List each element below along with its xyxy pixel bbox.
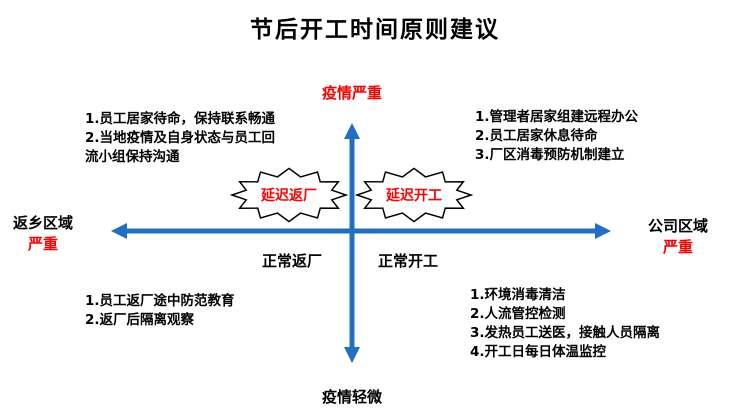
axis-label-left-line1: 返乡区域 — [12, 214, 73, 232]
axis-label-right-line2: 严重 — [662, 238, 693, 256]
page-title: 节后开工时间原则建议 — [250, 17, 500, 43]
quadrant-text-bottom-left: 1.员工返厂途中防范教育 2.返厂后隔离观察 — [85, 293, 235, 328]
quadrant-text-bottom-right: 1.环境消毒清洁 2.人流管控检测 3.发热员工送医，接触人员隔离 4.开工日每… — [470, 287, 661, 360]
burst-delay-start: 延迟开工 — [355, 165, 473, 225]
axis-label-left-line2: 严重 — [27, 235, 58, 253]
axis-label-bottom: 疫情轻微 — [321, 388, 383, 406]
burst-delay-return: 延迟返厂 — [230, 165, 348, 225]
label-normal-start: 正常开工 — [378, 252, 439, 270]
burst-label-delay-start: 延迟开工 — [386, 188, 442, 204]
axis-label-left: 返乡区域 严重 — [0, 213, 88, 255]
axis-label-top: 疫情严重 — [321, 84, 383, 102]
axis-label-right: 公司区域 严重 — [633, 216, 723, 258]
quadrant-text-top-right: 1.管理者居家组建远程办公 2.员工居家休息待命 3.厂区消毒预防机制建立 — [475, 109, 639, 163]
burst-label-delay-return: 延迟返厂 — [261, 188, 317, 204]
starburst-icon — [230, 167, 348, 223]
quadrant-text-top-left: 1.员工居家待命，保持联系畅通 2.当地疫情及自身状态与员工回 流小组保持沟通 — [85, 111, 276, 165]
starburst-icon — [355, 167, 473, 223]
label-normal-return: 正常返厂 — [262, 252, 323, 270]
axis-label-right-line1: 公司区域 — [647, 217, 708, 235]
